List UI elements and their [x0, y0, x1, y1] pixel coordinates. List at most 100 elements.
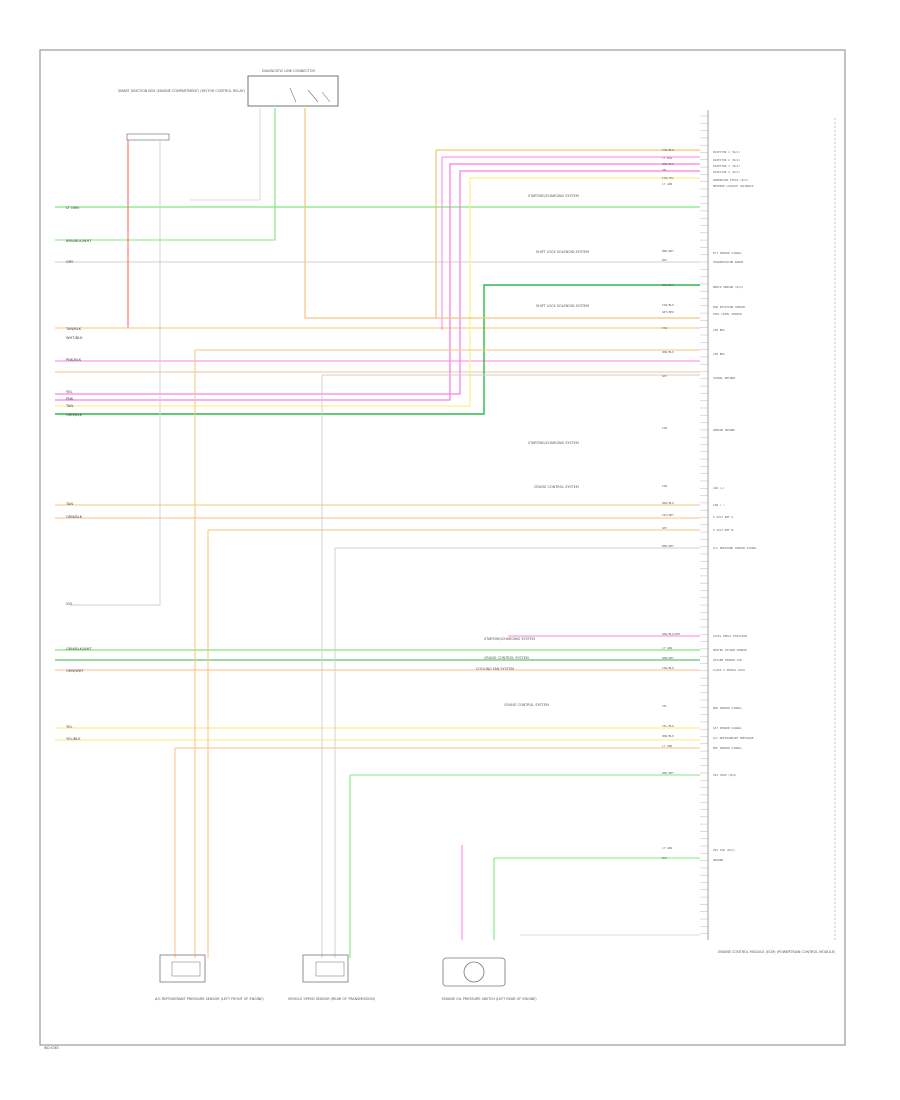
system-ref: COOLING FAN SYSTEM [476, 667, 514, 671]
system-ref: CRUISE CONTROL SYSTEM [484, 656, 529, 660]
wire [304, 108, 700, 319]
pin-signal: 5 VOLT REF B [713, 528, 734, 532]
wire [207, 529, 700, 958]
wire [55, 177, 700, 407]
pin-signal: SENSOR GROUND [713, 428, 735, 432]
pin-wire-color: PNK/WHT [662, 249, 674, 253]
pin-wire-color: TAN [662, 426, 667, 430]
footer-id: WD:4383 [44, 1046, 59, 1050]
left-label: LT GRN [66, 206, 79, 210]
left-label: YEL [66, 725, 72, 729]
pin-signal: HEATED OXYGEN SENSOR [713, 648, 747, 652]
wire [493, 857, 700, 940]
wire [55, 170, 700, 395]
wire [441, 156, 700, 330]
pin-wire-color: TAN/YEL [662, 176, 674, 180]
ecm-label: ENGINE CONTROL MODULE (ECM) (POWERTRAIN … [718, 950, 836, 954]
wire [70, 140, 161, 606]
system-ref: SHIFT LOCK SOLENOID SYSTEM [536, 250, 589, 254]
pin-wire-color: LT BLU [662, 156, 672, 160]
pin-wire-color: TAN/BLK [662, 666, 674, 670]
pin-wire-color: GRY [662, 374, 667, 378]
system-ref: SHIFT LOCK SOLENOID SYSTEM [536, 304, 589, 308]
left-label: WHT/BLK [66, 336, 83, 340]
pin-signal: A/C PRESSURE SENSOR SIGNAL [713, 546, 757, 550]
pin-signal: INJECTOR 3 (N/A) [713, 164, 740, 168]
pin-signal: SIGNAL RETURN [713, 376, 735, 380]
pin-signal: A/C REFRIGERANT PRESSURE [713, 736, 754, 740]
pin-signal: IAT SENSOR SIGNAL [713, 726, 742, 730]
left-label: YEL [66, 390, 72, 394]
pin-signal: CAN BUS [713, 328, 725, 332]
pin-wire-color: LT GRN [662, 182, 672, 186]
left-label: VIO [66, 602, 73, 606]
wire-harness [55, 108, 700, 958]
pin-signal: CAN (+) [713, 486, 725, 490]
left-label: GRN/BLK/WHT [66, 647, 92, 651]
ecm-connector [700, 110, 836, 940]
pin-signal: 5 VOLT REF A [713, 515, 734, 519]
diagnostic-link-label: DIAGNOSTIC LINK CONNECTOR [262, 69, 315, 73]
pin-signal: GENERATOR FIELD (N/A) [713, 178, 749, 182]
pin-signal: ECT SENSOR SIGNAL [713, 251, 742, 255]
wire [435, 149, 700, 318]
diagram-frame [39, 49, 846, 1046]
pin-signal: REVERSE LOCKOUT SOLENOID [713, 184, 754, 188]
pin-wire-color: BLK [662, 856, 667, 860]
pin-signal: CAN BUS [713, 352, 725, 356]
left-label: TAN/BLK [65, 327, 82, 331]
ac-pressure-sensor-label: A/C REFRIGERANT PRESSURE SENSOR (LEFT FR… [155, 997, 264, 1001]
wire [321, 374, 700, 958]
pin-wire-color: PNK/WHT [662, 771, 674, 775]
vehicle-speed-sensor-label: VEHICLE SPEED SENSOR (REAR OF TRANSMISSI… [288, 997, 376, 1001]
left-label: GRY [66, 260, 74, 264]
pin-signal: INJECTOR 4 (N/A) [713, 170, 740, 174]
pin-wire-color: PNK/WHT [662, 544, 674, 548]
wire [55, 163, 700, 401]
wire [55, 108, 276, 241]
system-ref: CRUISE CONTROL SYSTEM [504, 703, 549, 707]
pin-signal: CLASS 2 SERIAL DATA [713, 668, 745, 672]
pin-signal: INJECTOR 2 (N/A) [713, 158, 740, 162]
pin-wire-color: YEL [662, 704, 667, 708]
system-ref: STARTING/CHARGING SYSTEM [484, 637, 535, 641]
left-label: GRN/BLK [66, 413, 83, 417]
pin-wire-color: YEL [662, 168, 667, 172]
pin-signal: VSS HIGH (N/A) [713, 773, 737, 777]
pin-signal: KNOCK SENSOR (N/A) [713, 285, 744, 289]
system-ref: STARTING/CHARGING SYSTEM [528, 441, 579, 445]
pin-signal: VSS LOW (N/A) [713, 848, 735, 852]
ac-pressure-sensor: A/C REFRIGERANT PRESSURE SENSOR (LEFT FR… [155, 954, 264, 1001]
system-ref: CRUISE CONTROL SYSTEM [534, 485, 579, 489]
pin-wire-color: LT GRN [662, 646, 672, 650]
wire [174, 747, 700, 958]
pin-wire-color: ORN/BLK [662, 350, 674, 354]
pin-wire-color: GRY [662, 258, 667, 262]
pin-wire-color: ORN/WHT [662, 656, 674, 660]
pin-wire-color: GRN/BLK/WHT [662, 632, 681, 636]
left-label: ORN/WHT [66, 669, 84, 673]
system-references: STARTING/CHARGING SYSTEM SHIFT LOCK SOLE… [476, 194, 589, 707]
left-label: YEL/BLK [66, 737, 81, 741]
pin-wire-color: LT GRN [662, 744, 672, 748]
junction-box: SMART JUNCTION BOX (ENGINE COMPARTMENT) … [118, 89, 246, 141]
system-ref: STARTING/CHARGING SYSTEM [528, 194, 579, 198]
pin-wire-color: GRY [662, 526, 667, 530]
pin-wire-color: GRY/RED [662, 310, 674, 314]
pin-wire-color: VIO/WHT [662, 513, 674, 517]
pin-signal: FUEL LEVEL SENSOR [713, 312, 742, 316]
pin-wire-color: TAN/BLK [662, 148, 674, 152]
oil-pressure-switch: ENGINE OIL PRESSURE SWITCH (LEFT REAR OF… [442, 957, 537, 1001]
pin-signal: EGR POSITION SENSOR [713, 305, 745, 309]
pin-wire-color: GRN/BLK [662, 283, 674, 287]
pin-signal: GROUND [713, 858, 723, 862]
pin-signal: MAP SENSOR SIGNAL [713, 706, 742, 710]
pin-wire-color: ORN/BLK [662, 501, 674, 505]
left-label: BRN/BLK/WHT [66, 239, 92, 243]
left-label: TAN [65, 502, 73, 506]
wire [349, 774, 700, 958]
pin-signal: CAN (-) [713, 503, 725, 507]
pin-signal: OXYGEN SENSOR LOW [713, 658, 742, 662]
left-label: TAN [65, 404, 73, 408]
